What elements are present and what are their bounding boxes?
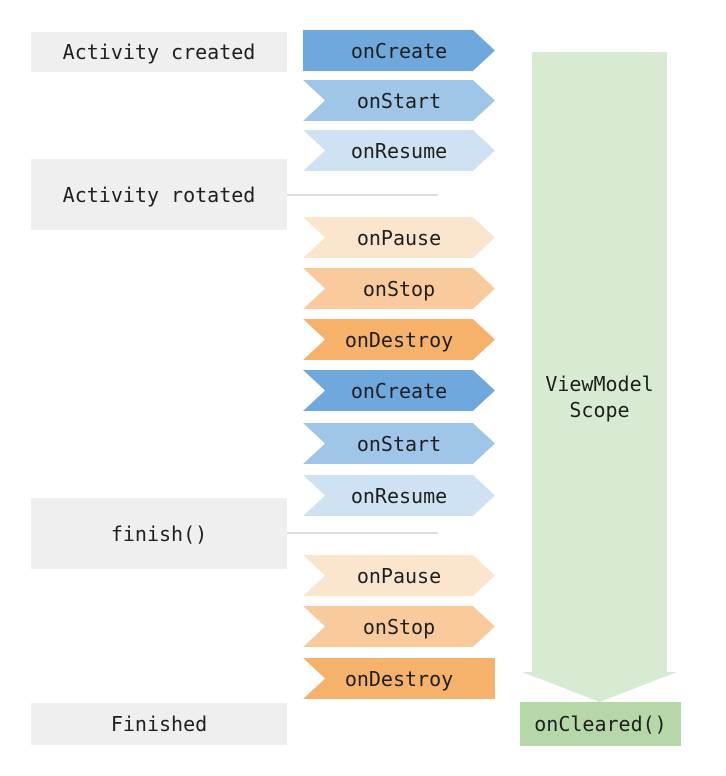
arrow-onpause-2: onPause <box>303 555 495 596</box>
viewmodel-scope-arrow <box>522 52 677 702</box>
arrow-onstart-2-label: onStart <box>356 431 442 456</box>
viewmodel-scope-arrow-shape <box>522 52 677 702</box>
stage-activity-rotated-label: Activity rotated <box>62 182 256 207</box>
stage-activity-created-label: Activity created <box>62 40 256 64</box>
arrow-onstop-2: onStop <box>303 606 495 647</box>
connector-finish <box>287 532 438 534</box>
oncleared-label: onCleared() <box>534 712 667 736</box>
arrow-oncreate-1-label: onCreate <box>350 38 448 63</box>
stage-finish: finish() <box>31 498 287 569</box>
arrow-ondestroy-1: onDestroy <box>303 319 495 360</box>
arrow-onstart-1: onStart <box>303 80 495 121</box>
stage-finish-label: finish() <box>110 521 208 546</box>
arrow-ondestroy-2-label: onDestroy <box>344 666 454 691</box>
arrow-ondestroy-2: onDestroy <box>303 658 495 699</box>
stage-activity-rotated: Activity rotated <box>31 159 287 230</box>
stage-activity-created: Activity created <box>31 32 287 72</box>
arrow-onstop-1: onStop <box>303 268 495 309</box>
arrow-onresume-1: onResume <box>303 130 495 171</box>
arrow-onresume-2-label: onResume <box>350 483 448 508</box>
viewmodel-scope-label: ViewModel Scope <box>545 372 654 422</box>
arrow-onstop-2-label: onStop <box>362 614 436 639</box>
arrow-oncreate-1: onCreate <box>303 30 495 71</box>
arrow-oncreate-2: onCreate <box>303 370 495 411</box>
connector-activity-rotated <box>287 194 438 196</box>
arrow-onstop-1-label: onStop <box>362 276 436 301</box>
arrow-onresume-2: onResume <box>303 475 495 516</box>
arrow-onstart-2: onStart <box>303 423 495 464</box>
stage-finished-label: Finished <box>110 712 208 736</box>
arrow-onresume-1-label: onResume <box>350 138 448 163</box>
stage-finished: Finished <box>31 703 287 745</box>
oncleared-box: onCleared() <box>520 702 681 746</box>
arrow-onpause-2-label: onPause <box>356 563 442 588</box>
arrow-onpause-1: onPause <box>303 217 495 258</box>
arrow-ondestroy-1-label: onDestroy <box>344 327 454 352</box>
arrow-onpause-1-label: onPause <box>356 225 442 250</box>
arrow-oncreate-2-label: onCreate <box>350 378 448 403</box>
arrow-onstart-1-label: onStart <box>356 88 442 113</box>
